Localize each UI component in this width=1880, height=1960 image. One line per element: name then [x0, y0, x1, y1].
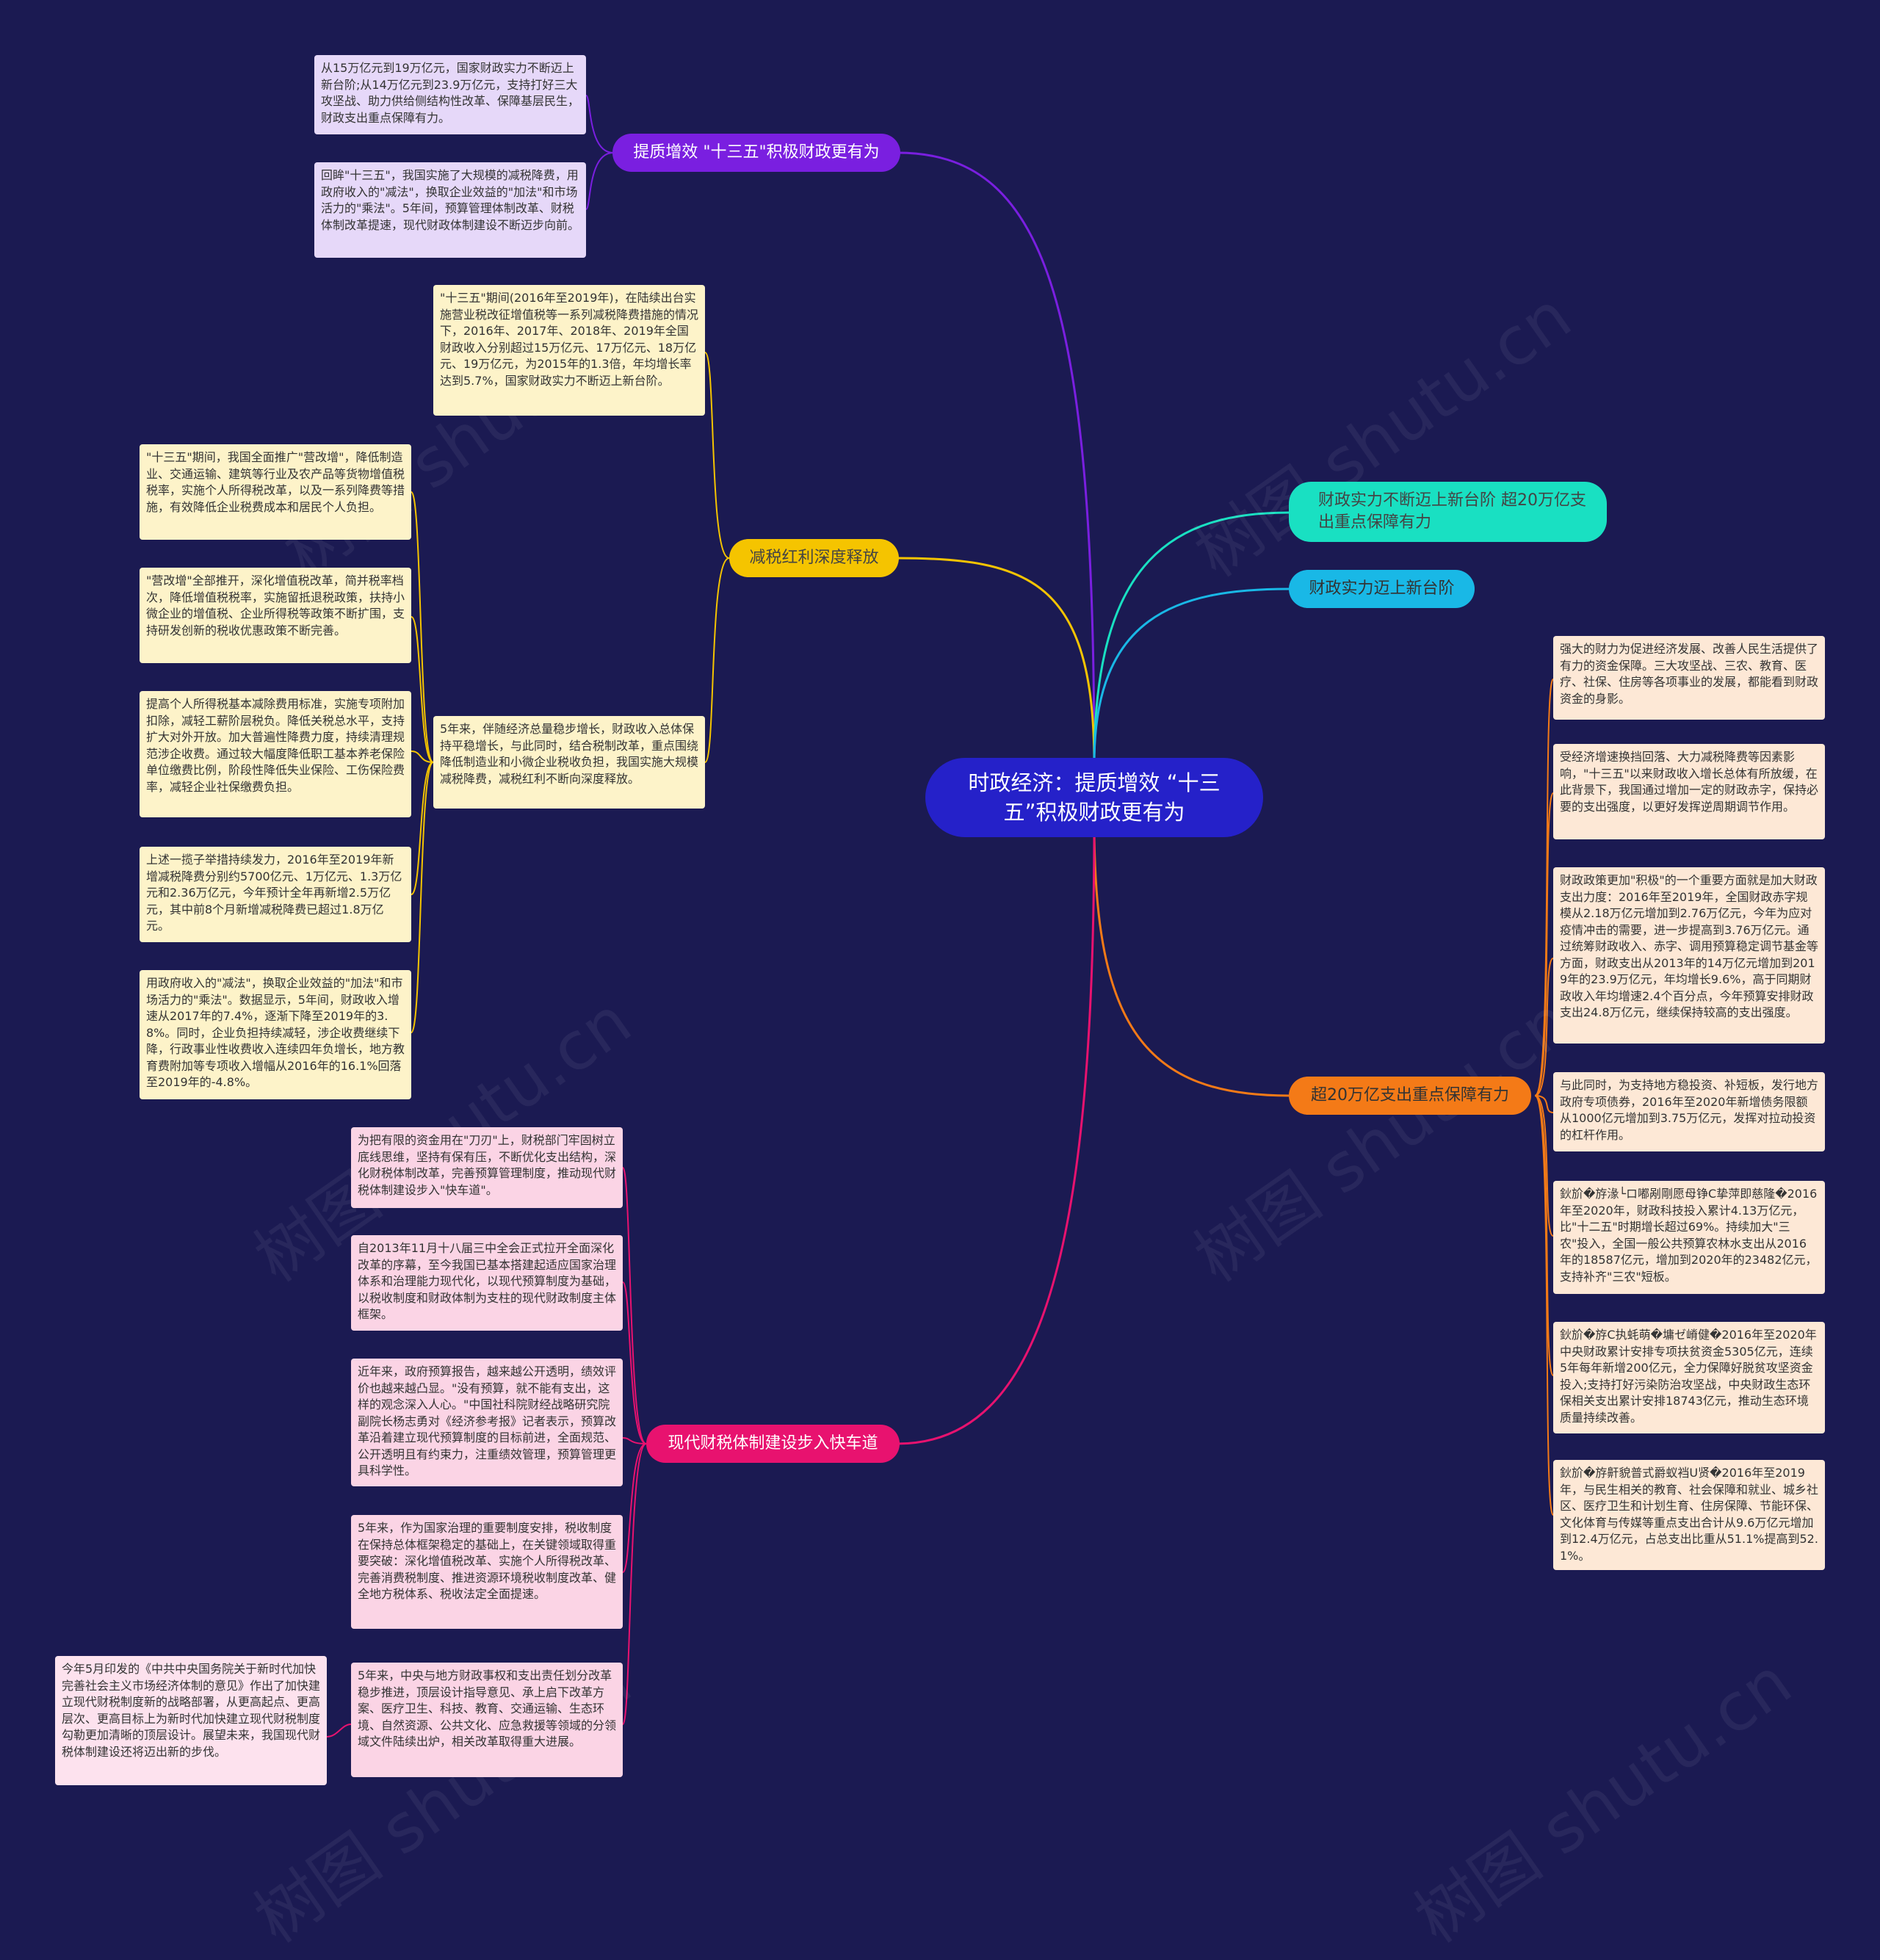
note-card[interactable]: 财政政策更加"积极"的一个重要方面就是加大财政支出力度：2016年至2019年，… — [1553, 867, 1825, 1044]
wire-root-b6 — [897, 822, 1096, 1445]
connector-lines — [326, 95, 1554, 1737]
branch-quality-efficiency[interactable]: 提质增效 "十三五"积极财政更有为 — [612, 134, 900, 172]
note-card[interactable]: 从15万亿元到19万亿元，国家财政实力不断迈上新台阶;从14万亿元到23.9万亿… — [314, 55, 586, 134]
note-card[interactable]: 5年来，伴随经济总量稳步增长，财政收入总体保持平稳增长，与此同时，结合税制改革，… — [433, 716, 705, 809]
wire-root-b1 — [897, 151, 1096, 764]
note-card[interactable]: 强大的财力为促进经济发展、改善人民生活提供了有力的资金保障。三大攻坚战、三农、教… — [1553, 636, 1825, 720]
note-card[interactable]: 回眸"十三五"，我国实施了大规模的减税降费，用政府收入的"减法"，换取企业效益的… — [314, 162, 586, 258]
note-card[interactable]: "十三五"期间(2016年至2019年)，在陆续出台实施营业税改征增值税等一系列… — [433, 285, 705, 416]
root-topic[interactable]: 时政经济：提质增效 “十三五”积极财政更有为 — [925, 758, 1263, 837]
note-card[interactable]: 与此同时，为支持地方稳投资、补短板，发行地方政府专项债券，2016年至2020年… — [1553, 1072, 1825, 1151]
branch-fiscal-strength[interactable]: 财政实力迈上新台阶 — [1289, 570, 1475, 608]
note-card[interactable]: "十三五"期间，我国全面推广"营改增"，降低制造业、交通运输、建筑等行业及农产品… — [140, 444, 411, 540]
note-card[interactable]: 用政府收入的"减法"，换取企业效益的"加法"和市场活力的"乘法"。数据显示，5年… — [140, 970, 411, 1099]
wire-root-b2 — [897, 557, 1096, 764]
note-card[interactable]: 鈥斺�斿C执蚝萌�墉ゼ嵴健�2016年至2020年中央财政累计安排专项扶贫资金5… — [1553, 1322, 1825, 1433]
note-card[interactable]: 5年来，作为国家治理的重要制度安排，税收制度在保持总体框架稳定的基础上，在关键领… — [351, 1515, 623, 1629]
branch-fiscal-strength-summary[interactable]: 财政实力不断迈上新台阶 超20万亿支出重点保障有力 — [1289, 482, 1607, 542]
note-card[interactable]: 上述一揽子举措持续发力，2016年至2019年新增减税降费分别约5700亿元、1… — [140, 847, 411, 942]
wire-root-b3 — [1093, 511, 1290, 764]
branch-modern-tax-system[interactable]: 现代财税体制建设步入快车道 — [646, 1425, 900, 1463]
note-card[interactable]: 今年5月印发的《中共中央国务院关于新时代加快完善社会主义市场经济体制的意见》作出… — [55, 1656, 327, 1785]
note-card[interactable]: 为把有限的资金用在"刀刃"上，财税部门牢固树立底线思维，坚持有保有压，不断优化支… — [351, 1127, 623, 1208]
wire-root-b5 — [1093, 822, 1290, 1097]
note-card[interactable]: 鈥斺�斿鼾貌普式爵蚁裆U贤�2016年至2019年，与民生相关的教育、社会保障和… — [1553, 1460, 1825, 1570]
branch-tax-cuts[interactable]: 减税红利深度释放 — [729, 539, 899, 577]
note-card[interactable]: 自2013年11月十八届三中全会正式拉开全面深化改革的序幕，至今我国已基本搭建起… — [351, 1235, 623, 1331]
note-card[interactable]: 近年来，政府预算报告，越来越公开透明，绩效评价也越来越凸显。"没有预算，就不能有… — [351, 1359, 623, 1486]
note-card[interactable]: 鈥斺�斿湪└ロ嘟剐剛愿母铮C挚萍即慈隆�2016年至2020年，财政科技投入累计… — [1553, 1181, 1825, 1294]
note-card[interactable]: 受经济增速换挡回落、大力减税降费等因素影响，"十三五"以来财政收入增长总体有所放… — [1553, 744, 1825, 839]
wire-root-b4 — [1093, 587, 1290, 764]
note-card[interactable]: 5年来，中央与地方财政事权和支出责任划分改革稳步推进，顶层设计指导意见、承上启下… — [351, 1663, 623, 1777]
note-card[interactable]: "营改增"全部推开，深化增值税改革，简并税率档次，降低增值税税率，实施留抵退税政… — [140, 568, 411, 663]
branch-spending-priorities[interactable]: 超20万亿支出重点保障有力 — [1289, 1077, 1531, 1115]
note-card[interactable]: 提高个人所得税基本减除费用标准，实施专项附加扣除，减轻工薪阶层税负。降低关税总水… — [140, 691, 411, 817]
